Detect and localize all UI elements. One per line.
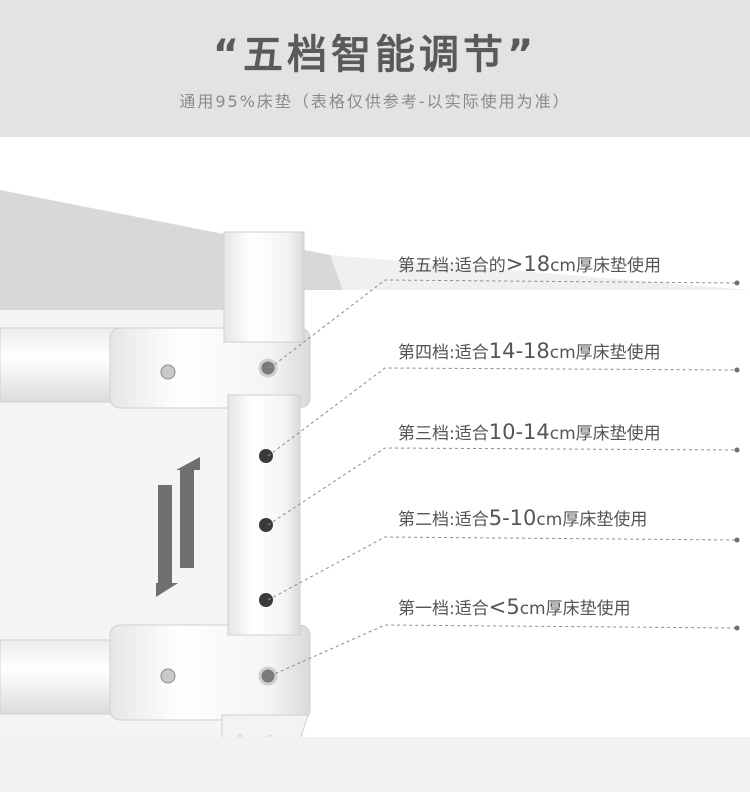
level-3-label: 第三档:适合10-14cm厚床垫使用 <box>398 419 661 444</box>
double-arrow-icon <box>156 457 200 597</box>
level-5-prefix: 第五档:适合的 <box>398 256 506 276</box>
level-3-value: 10-14 <box>488 420 550 444</box>
hole-level-4 <box>259 449 273 463</box>
screw-icon <box>160 364 176 380</box>
level-5-value: >18 <box>505 252 551 276</box>
level-3-prefix: 第三档:适合 <box>398 424 489 444</box>
page-subtitle: 通用95%床垫（表格仅供参考-以实际使用为准） <box>179 92 571 111</box>
header-banner: “五档智能调节” 通用95%床垫（表格仅供参考-以实际使用为准） <box>0 0 750 137</box>
level-4-label: 第四档:适合14-18cm厚床垫使用 <box>398 338 661 363</box>
page-title: “五档智能调节” <box>212 32 538 78</box>
hole-level-1 <box>258 666 278 686</box>
level-4-value: 14-18 <box>488 339 550 363</box>
level-4-suffix: cm厚床垫使用 <box>549 343 661 363</box>
level-5-suffix: cm厚床垫使用 <box>550 256 661 276</box>
upper-pole <box>223 231 305 343</box>
bottom-connector <box>109 624 311 721</box>
level-1-label: 第一档:适合<5cm厚床垫使用 <box>398 594 631 619</box>
level-4-prefix: 第四档:适合 <box>398 343 489 363</box>
level-1-suffix: cm厚床垫使用 <box>519 599 631 619</box>
level-3-suffix: cm厚床垫使用 <box>549 424 661 444</box>
level-2-suffix: cm厚床垫使用 <box>536 510 648 530</box>
level-2-value: 5-10 <box>488 506 537 530</box>
screw-icon <box>160 668 176 684</box>
leader-lines <box>267 279 736 677</box>
hole-level-5 <box>258 358 278 378</box>
leader-dots <box>734 280 740 631</box>
hole-level-3 <box>259 518 273 532</box>
bed-rail-illustration <box>0 190 750 744</box>
level-1-prefix: 第一档:适合 <box>398 599 489 619</box>
level-2-label: 第二档:适合5-10cm厚床垫使用 <box>398 505 647 530</box>
hole-level-2 <box>259 593 273 607</box>
level-1-value: <5 <box>488 595 520 619</box>
top-connector <box>109 327 311 409</box>
level-5-label: 第五档:适合的>18cm厚床垫使用 <box>398 251 661 276</box>
floor-strip <box>0 737 750 792</box>
level-2-prefix: 第二档:适合 <box>398 510 489 530</box>
